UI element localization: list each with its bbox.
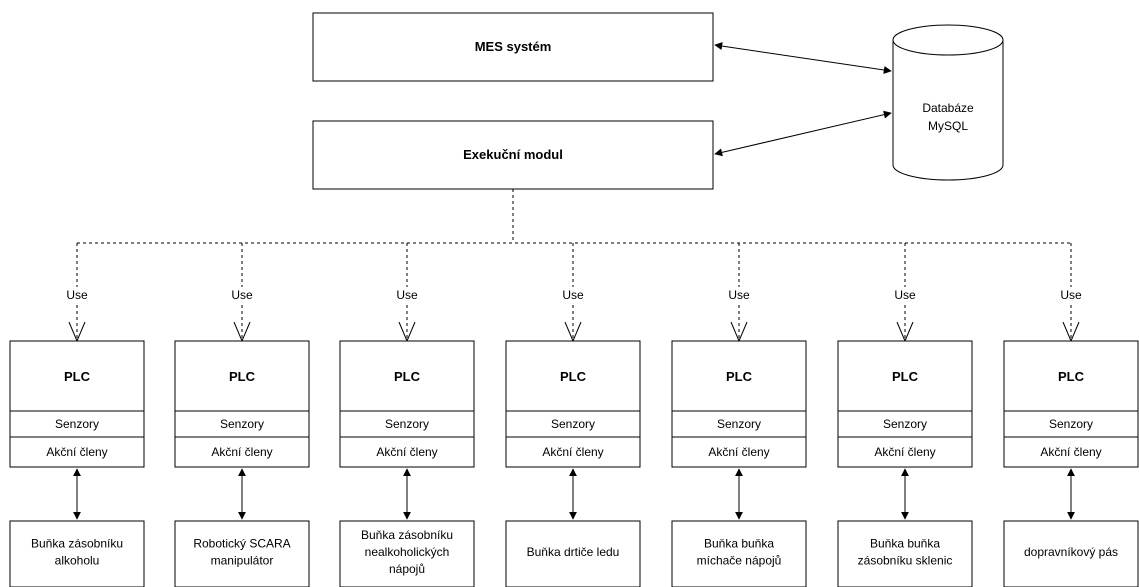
cell-label-line: Robotický SCARA [193, 537, 290, 551]
cell-box[interactable]: Buňka drtiče ledu [505, 520, 641, 587]
actuators-label: Akční členy [542, 445, 603, 459]
executor-db-connector [714, 110, 892, 157]
execution-module-node[interactable]: Exekuční modul [312, 120, 714, 190]
use-edge-label: Use [66, 288, 88, 302]
cell-label-line: Buňka zásobníku [31, 537, 123, 551]
database-label-line-1: Databáze [922, 101, 974, 115]
actuators-label: Akční členy [46, 445, 107, 459]
plc-title: PLC [892, 369, 919, 384]
cell-box[interactable]: Buňka zásobníku nealkoholických nápojů [339, 520, 475, 587]
cell-label-line: Buňka buňka [870, 537, 940, 551]
plc-title: PLC [64, 369, 91, 384]
cell-label-line: Buňka zásobníku [361, 528, 453, 542]
cell-label-line: míchače nápojů [697, 554, 782, 568]
sensors-label: Senzory [220, 417, 264, 431]
cell-box[interactable]: Buňka buňka zásobníku sklenic [837, 520, 973, 587]
cell-label-line: nealkoholických [365, 545, 450, 559]
mes-db-connector [714, 42, 892, 74]
cell-label-line: Buňka buňka [704, 537, 774, 551]
cell-label-line: dopravníkový pás [1024, 545, 1118, 559]
sensors-label: Senzory [385, 417, 429, 431]
cell-box[interactable]: Buňka zásobníku alkoholu [9, 520, 145, 587]
actuators-label: Akční členy [211, 445, 272, 459]
plc-title: PLC [394, 369, 421, 384]
database-node[interactable]: Databáze MySQL [892, 24, 1004, 181]
mes-system-node[interactable]: MES systém [312, 12, 714, 82]
plc-title: PLC [229, 369, 256, 384]
actuators-label: Akční členy [1040, 445, 1101, 459]
sensors-label: Senzory [883, 417, 927, 431]
use-edge-label: Use [562, 288, 584, 302]
cell-label-line: zásobníku sklenic [858, 554, 953, 568]
plc-title: PLC [560, 369, 587, 384]
actuators-label: Akční členy [874, 445, 935, 459]
use-edge-label: Use [894, 288, 916, 302]
mes-system-label: MES systém [475, 39, 552, 54]
use-edge-label: Use [1060, 288, 1082, 302]
use-edge-label: Use [396, 288, 418, 302]
sensors-label: Senzory [1049, 417, 1093, 431]
cell-label-line: Buňka drtiče ledu [527, 545, 620, 559]
sensors-label: Senzory [551, 417, 595, 431]
cell-label-line: nápojů [389, 562, 425, 576]
execution-module-label: Exekuční modul [463, 147, 563, 162]
sensors-label: Senzory [55, 417, 99, 431]
database-label-line-2: MySQL [928, 119, 968, 133]
cell-box[interactable]: Robotický SCARA manipulátor [174, 520, 310, 587]
cell-label-line: alkoholu [55, 554, 100, 568]
cell-label-line: manipulátor [211, 554, 274, 568]
use-edge-label: Use [231, 288, 253, 302]
plc-title: PLC [1058, 369, 1085, 384]
actuators-label: Akční členy [376, 445, 437, 459]
sensors-label: Senzory [717, 417, 761, 431]
cell-box[interactable]: dopravníkový pás [1003, 520, 1139, 587]
use-edge-label: Use [728, 288, 750, 302]
actuators-label: Akční členy [708, 445, 769, 459]
plc-title: PLC [726, 369, 753, 384]
cell-box[interactable]: Buňka buňka míchače nápojů [671, 520, 807, 587]
